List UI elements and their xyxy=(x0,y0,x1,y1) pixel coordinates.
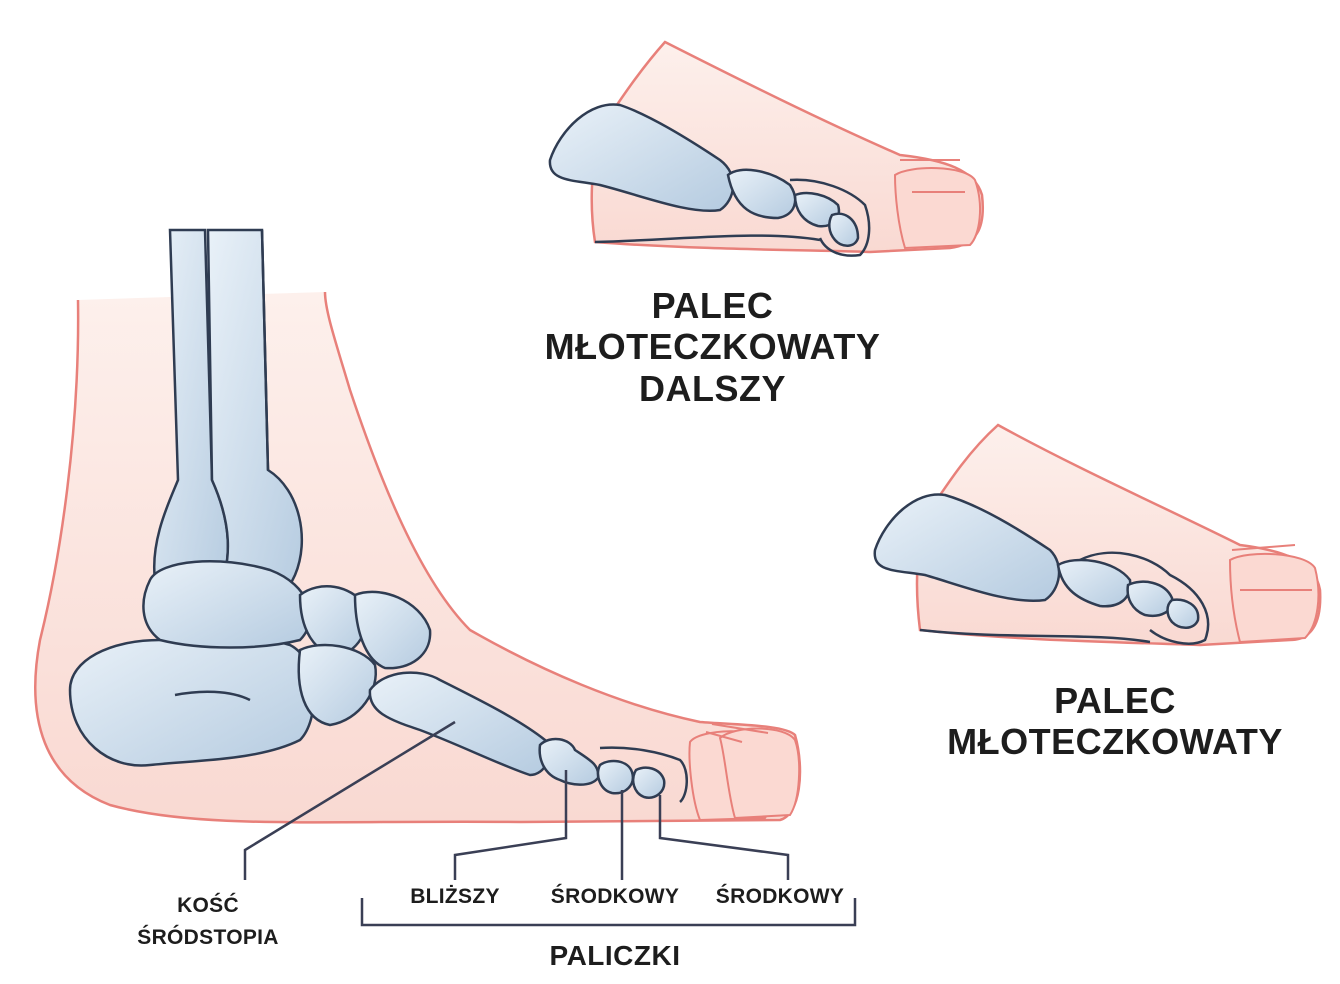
cuboid xyxy=(297,643,378,727)
metatarsal-label-line-2: ŚRÓDSTOPIA xyxy=(137,925,279,949)
tarsal-bones xyxy=(68,560,432,767)
hammer-title-line-1: PALEC xyxy=(1054,680,1176,721)
distal-phalanx-label: ŚRODKOWY xyxy=(715,885,845,908)
hammer-toe-foot xyxy=(873,423,1322,647)
hammer-title-line-2: MŁOTECZKOWATY xyxy=(947,721,1283,763)
main-toe-tips xyxy=(688,723,801,822)
talus xyxy=(142,560,312,649)
leader-lines xyxy=(243,720,857,927)
tibia-fibula xyxy=(152,228,304,612)
middle-phalanx-label: ŚRODKOWY xyxy=(550,885,680,908)
proximal-phalanx-label: BLIŻSZY xyxy=(410,885,500,908)
hammer-toe-title: PALEC MŁOTECZKOWATY xyxy=(930,680,1300,763)
distal-title-line-2: MŁOTECZKOWATY xyxy=(544,326,881,368)
phalanges-label: PALICZKI xyxy=(549,940,681,971)
distal-hammer-toe-foot xyxy=(548,40,985,257)
main-foot xyxy=(34,228,857,927)
metatarsal-label: KOŚĆ ŚRÓDSTOPIA xyxy=(108,890,308,953)
calcaneus xyxy=(68,631,316,767)
distal-title-line-3: DALSZY xyxy=(639,367,786,409)
forefoot-bones xyxy=(368,671,688,803)
cuneiform xyxy=(353,590,432,670)
distal-title-line-1: PALEC xyxy=(651,285,774,326)
middle-phalanx-bone xyxy=(596,759,635,795)
metatarsal-label-line-1: KOŚĆ xyxy=(177,894,239,917)
distal-hammer-toe-title: PALEC MŁOTECZKOWATY DALSZY xyxy=(520,285,905,409)
distal-phalanx-bone xyxy=(632,766,666,799)
